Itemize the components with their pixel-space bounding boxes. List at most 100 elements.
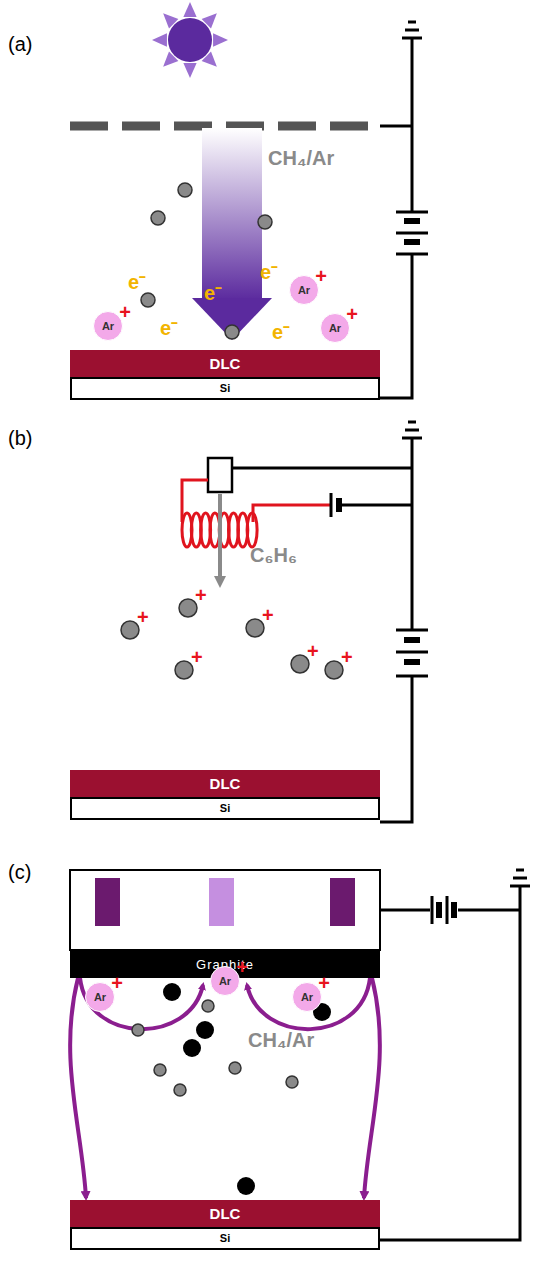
battery-symbol [330,493,333,517]
charge-sign: + [262,605,274,625]
wire [380,254,412,398]
wire [458,909,520,912]
battery-symbol [404,218,420,224]
battery-symbol [431,896,434,924]
argon-ion: Ar+ [93,311,123,341]
layer-label: Si [220,803,230,814]
gas-molecule [286,1076,298,1088]
ground-symbol [402,37,422,40]
gas-molecule [132,1024,144,1036]
ion-label: Ar [329,323,341,334]
gas-label: CH₄/Ar [268,148,334,168]
electron-label: e⁻ [204,283,222,303]
wire [232,467,412,470]
charge-sign: + [191,647,203,667]
argon-ion: Ar+ [320,313,350,343]
battery-symbol [396,675,428,678]
ion [291,655,309,673]
charge-sign: + [111,973,123,993]
ground-symbol [405,29,419,32]
panel-label: (b) [8,428,32,448]
battery-symbol [331,493,339,517]
vapour-arrow [218,494,222,584]
gas-molecule [202,1000,214,1012]
layer-label: DLC [210,1206,241,1221]
charge-sign: + [346,304,358,324]
charge-sign: + [341,647,353,667]
ion [121,599,343,679]
dlc-layer: DLC [70,1200,380,1227]
silicon-substrate: Si [70,377,380,400]
gas-label: C₆H₆ [250,545,297,565]
layer-label: Si [220,383,230,394]
sputter-loop [247,978,370,1029]
ion-label: Ar [219,976,231,987]
ion-label: Ar [102,321,114,332]
ion [246,619,264,637]
sun-disc [168,18,212,62]
battery-symbol [451,902,457,918]
gas-molecule [141,293,155,307]
ground-symbol [408,421,416,424]
magnetron-body [70,870,380,950]
battery-symbol [432,896,454,924]
dlc-layer: DLC [70,770,380,797]
charge-sign: + [236,957,248,977]
wire [380,125,412,128]
photon-beam [192,128,272,340]
ion [175,661,193,679]
wire [411,38,414,212]
ion [325,661,343,679]
carbon-atom [237,1177,255,1195]
battery-symbol [446,896,449,924]
gas-molecule [225,325,239,339]
charge-sign: + [315,266,327,286]
ground-symbol [402,22,422,38]
ion-label: Ar [301,992,313,1003]
filament [208,458,232,492]
layer-label: Si [220,1233,230,1244]
electron-label: e⁻ [160,318,178,338]
electron-label: e⁻ [128,272,146,292]
battery-symbol [396,232,428,235]
carbon-atom [196,1021,214,1039]
coil-turn [247,513,257,547]
carbon-atom [163,983,181,1001]
ion [121,621,139,639]
battery-symbol [404,637,420,643]
battery-symbol [396,630,428,676]
gas-molecule [178,183,192,197]
wire [232,438,412,822]
magnetron-body [95,878,120,926]
sun-ray [183,63,196,78]
ion-label: Ar [298,285,310,296]
heater-coil [182,480,330,547]
layer-label: DLC [210,776,241,791]
ground-symbol [510,870,530,886]
sun-ray [152,33,167,46]
battery-symbol [404,659,420,665]
wire [380,909,430,912]
battery-symbol [396,212,428,254]
gas-molecule [258,215,272,229]
charge-sign: + [119,302,131,322]
panel-label: (a) [8,34,32,54]
charge-sign: + [137,607,149,627]
ground-symbol [510,885,530,888]
wire [380,676,412,822]
argon-ion: Ar+ [85,982,115,1012]
silicon-substrate: Si [70,797,380,820]
battery-symbol [404,239,420,245]
filament [208,458,232,492]
gas-molecule [141,183,272,339]
argon-ion: Ar+ [289,275,319,305]
argon-ion: Ar+ [292,982,322,1012]
heater-coil [253,505,330,522]
charge-sign: + [195,585,207,605]
ion-label: Ar [94,992,106,1003]
carbon-atom [183,1039,201,1057]
gas-molecule [229,1062,241,1074]
deposition-arrow [70,978,86,1198]
wire [342,504,412,507]
